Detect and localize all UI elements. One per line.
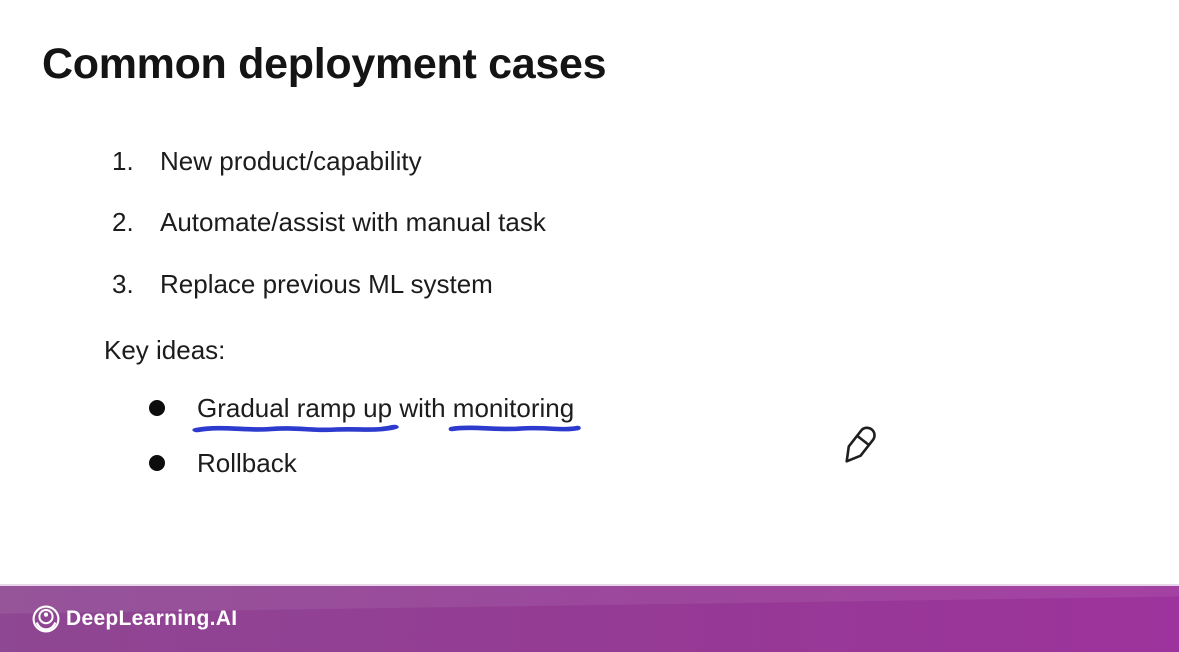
item-text: New product/capability bbox=[160, 146, 422, 176]
bullet-text-segment: Gradual ramp up bbox=[197, 393, 393, 423]
item-number: 1. bbox=[112, 146, 134, 176]
hand-underline-icon bbox=[448, 425, 581, 432]
bullet-icon bbox=[149, 455, 165, 472]
bullet-item: Gradual ramp up with monitoring bbox=[149, 393, 581, 433]
brand-name: DeepLearning.AI bbox=[66, 607, 238, 630]
item-text: Replace previous ML system bbox=[160, 269, 493, 299]
pencil-icon bbox=[845, 426, 876, 463]
bullet-icon bbox=[149, 400, 165, 417]
bullet-text-segment: Rollback bbox=[197, 448, 297, 478]
brand-lockup: DeepLearning.AI bbox=[31, 586, 237, 652]
item-number: 2. bbox=[112, 207, 134, 237]
underlined-phrase: monitoring bbox=[448, 393, 581, 432]
footer-bar: DeepLearning.AI bbox=[0, 584, 1179, 652]
bullet-text-segment: monitoring bbox=[452, 393, 575, 423]
numbered-item: 1. New product/capability bbox=[112, 146, 422, 177]
bullet-text-segment: with bbox=[392, 393, 453, 423]
slide-title: Common deployment cases bbox=[42, 40, 607, 88]
hand-underline-icon bbox=[192, 424, 399, 433]
deeplearning-rings-logo-icon bbox=[32, 605, 60, 633]
numbered-item: 2. Automate/assist with manual task bbox=[112, 207, 546, 238]
item-text: Automate/assist with manual task bbox=[160, 207, 546, 237]
bullet-item: Rollback bbox=[149, 448, 297, 479]
underlined-phrase: Gradual ramp up bbox=[192, 393, 399, 433]
key-ideas-label: Key ideas: bbox=[104, 335, 226, 365]
item-number: 3. bbox=[112, 269, 134, 299]
numbered-item: 3. Replace previous ML system bbox=[112, 269, 493, 300]
